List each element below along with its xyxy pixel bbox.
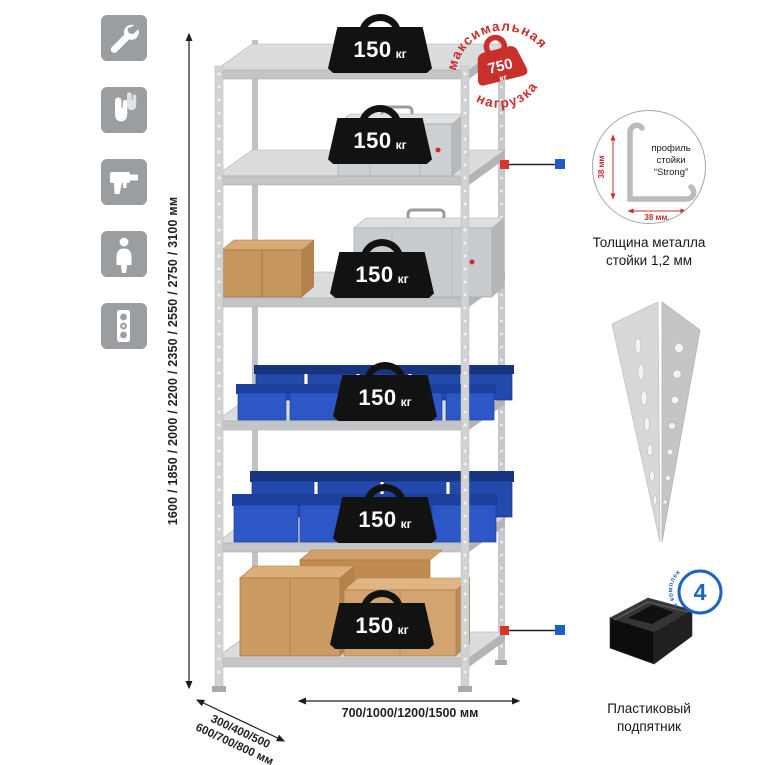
profile-label-line3: “Strong” [654,167,688,178]
tool-tile-assembly [101,15,147,61]
gloves-icon [115,92,137,122]
kit-count-value: 4 [694,579,707,605]
tool-tile-drill [101,159,147,205]
profile-label-line1: профиль [651,143,690,154]
profile-dim-vertical-label: 38 мм [597,155,606,178]
tool-tile-person [101,231,147,277]
profile-caption-line1: Толщина металла [592,235,706,250]
load-unit: кг [397,271,409,286]
tool-tile-gloves [101,87,147,133]
profile-callout: 38 мм 38 мм. профиль стойки “Strong” [592,110,706,224]
load-value: 150 [353,37,392,62]
foot-caption-line2: подпятник [616,718,682,734]
height-dimension-label: 1600 / 1850 / 2000 / 2200 / 2350 / 2550 … [166,196,180,526]
load-unit: кг [395,46,407,61]
width-dimension-label: 700/1000/1200/1500 мм [341,706,479,720]
kit-count-badge: 4 в комплекте [666,560,730,624]
foot-caption-line1: Пластиковый [607,701,691,716]
foot-caption: Пластиковый подпятник [574,700,724,735]
load-value: 150 [355,613,394,638]
load-unit: кг [400,394,412,409]
load-unit: кг [395,137,407,152]
connector-top [500,159,565,169]
profile-section-drawing [627,122,697,202]
load-value: 150 [358,385,397,410]
profile-caption-line2: стойки 1,2 мм [605,252,693,268]
cardboard-box-shelf3 [221,239,315,298]
stamp-unit: кг [498,72,508,84]
level-icon [117,310,130,342]
tool-tile-level [101,303,147,349]
load-value: 150 [353,128,392,153]
profile-dim-horizontal-label: 38 мм. [644,213,669,222]
plastic-foot-image [608,597,694,665]
max-load-stamp: максимальная нагрузка 750 кг [424,0,577,141]
load-unit: кг [397,622,409,637]
profile-caption: Толщина металла стойки 1,2 мм [574,234,724,269]
depth-dim-line [195,699,286,742]
profile-label-line2: стойки [656,155,685,166]
load-value: 150 [358,507,397,532]
drill-icon [110,172,138,194]
stamp-weight-icon [477,46,528,86]
load-unit: кг [400,516,412,531]
corner-post-image [611,301,701,543]
person-icon [116,237,132,273]
wrench-icon [110,24,139,53]
rack-front-posts [212,65,472,692]
stamp-value: 750 [486,55,514,78]
connector-bottom [500,625,565,635]
load-value: 150 [355,262,394,287]
